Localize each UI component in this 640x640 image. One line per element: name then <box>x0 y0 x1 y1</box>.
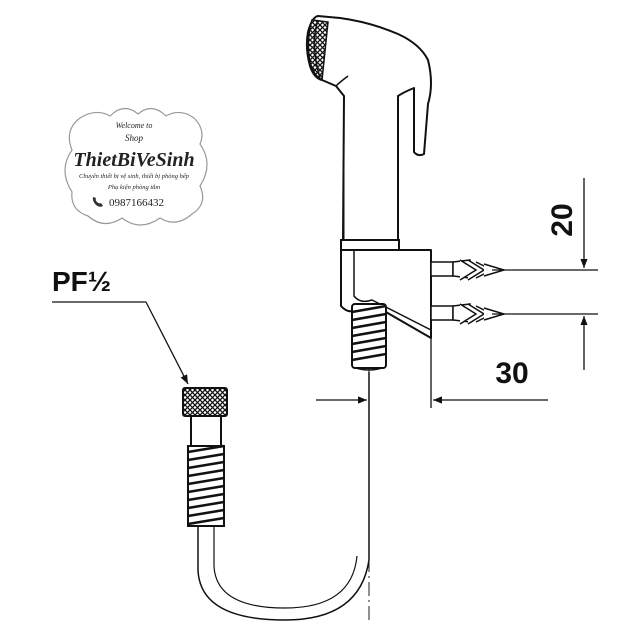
watermark-brand: ThietBiVeSinh <box>73 149 194 171</box>
dimension-vertical-label: 20 <box>546 203 579 236</box>
watermark-welcome: Welcome to <box>116 121 153 130</box>
dimension-horizontal <box>316 338 548 408</box>
shop-watermark: Welcome to Shop ThietBiVeSinh Chuyên thi… <box>64 107 208 226</box>
watermark-tagline: Chuyên thiết bị vệ sinh, thiết bị phòng … <box>79 173 190 180</box>
watermark-phone: 0987166432 <box>109 197 164 209</box>
hose-ferrule <box>190 415 222 447</box>
spray-nozzle-face <box>307 19 329 82</box>
flexible-hose <box>197 372 370 621</box>
thread-label: PF½ <box>52 266 111 297</box>
wall-screw-upper <box>430 259 507 281</box>
hose-spiral-end <box>187 444 225 527</box>
bracket-hose-connector <box>351 303 387 371</box>
watermark-subtagline: Phụ kiện phòng tắm <box>107 184 160 191</box>
watermark-shop: Shop <box>125 133 144 143</box>
phone-icon <box>92 197 103 207</box>
head-collar <box>340 239 400 251</box>
flexible-hose-inner <box>213 526 358 609</box>
thread-label-leader <box>52 301 189 385</box>
dimension-horizontal-label: 30 <box>495 357 528 390</box>
watermark-badge-frame <box>64 107 208 226</box>
dimension-vertical <box>492 178 598 370</box>
hose-nut <box>182 387 228 417</box>
spray-head <box>305 15 432 241</box>
